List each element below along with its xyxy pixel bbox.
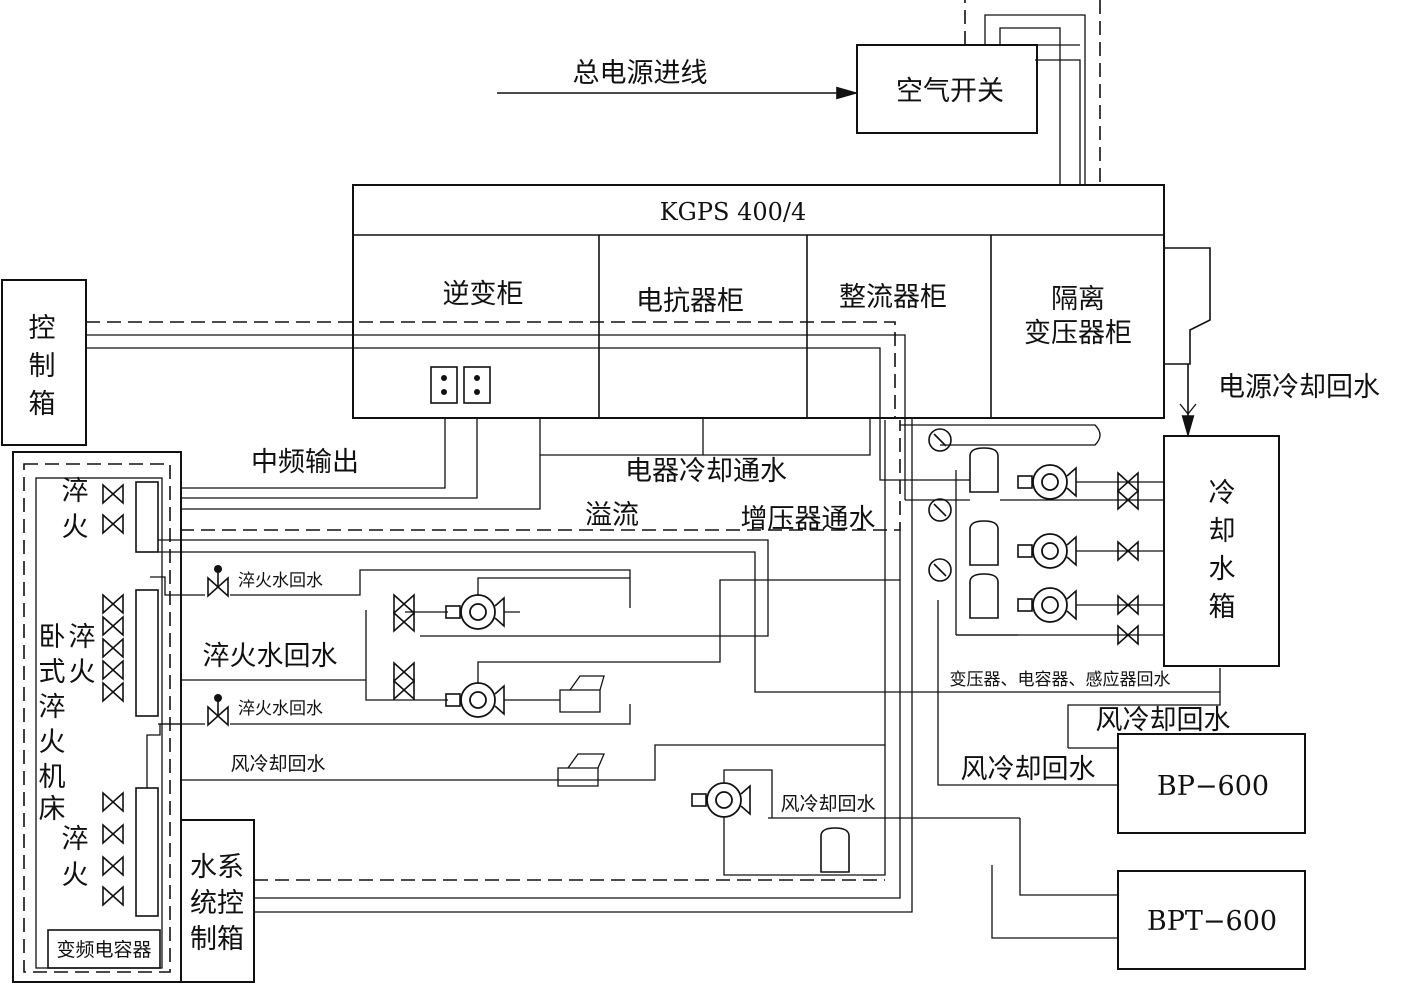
water-ctrl-line-1: 水系 [190,852,244,883]
quench-mid-char-2: 火 [69,657,96,688]
air-cooling-return-1: 风冷却回水 [230,753,325,775]
gauge-icon [928,498,952,522]
quench-mid-char-1: 淬 [69,622,96,653]
valve-icon [102,682,124,702]
quench-return-big-label: 淬火水回水 [203,641,338,672]
pump-icon [1017,464,1077,500]
valve-icon [393,612,415,632]
machine-char-4: 火 [39,727,66,758]
machine-frame [12,451,182,983]
valve-icon [102,594,124,614]
tank-icon [969,447,999,493]
vf-capacitor-label: 变频电容器 [56,939,151,961]
header-block [135,589,159,717]
header-block [135,481,159,553]
air-switch-label: 空气开关 [896,76,1004,107]
control-box-char-3: 箱 [29,389,56,420]
valve-icon [102,484,124,504]
quench-top-char-2: 火 [62,512,89,543]
valve-icon [102,824,124,844]
bpt600-box [1117,870,1306,970]
mid-freq-output-label: 中频输出 [251,447,359,478]
machine-char-3: 淬 [39,692,66,723]
machine-char-2: 式 [39,657,66,688]
machine-char-5: 机 [39,762,66,793]
inverter-cabinet-label: 逆变柜 [443,279,524,310]
tank-char-2: 却 [1209,516,1236,547]
pump-icon [445,682,505,718]
power-in-label: 总电源进线 [573,58,708,89]
quench-return-small-2: 淬火水回水 [238,699,323,719]
pump-icon [691,782,751,818]
valve-icon [393,594,415,614]
valve-icon [102,856,124,876]
tank-icon [969,573,999,619]
transformer-side-box [1164,247,1211,365]
tank-icon [969,520,999,566]
quench-bottom-char-2: 火 [62,860,89,891]
valve-icon [102,792,124,812]
terminal-block-2 [463,366,491,404]
pump-icon [445,594,505,630]
tank-icon [820,827,850,873]
control-box-char-1: 控 [29,313,56,344]
solenoid-valve-icon [207,564,229,597]
control-box [1,279,87,446]
rectifier-cabinet-label: 整流器柜 [839,282,947,313]
reactor-cabinet-label: 电抗器柜 [636,286,744,317]
tank-char-3: 水 [1209,554,1236,585]
machine-char-6: 床 [39,794,66,825]
gauge-icon [928,428,952,452]
bp600-label: BP−600 [1157,771,1269,802]
isolation-cabinet-label-1: 隔离 [1051,284,1105,315]
air-cooling-return-3: 风冷却回水 [961,754,1096,785]
isolation-cabinet-label-2: 变压器柜 [1024,318,1132,349]
valve-icon [102,638,124,658]
main-unit-box [352,184,1165,419]
bp600-box [1117,733,1306,834]
terminal-block-1 [430,366,458,404]
machine-char-1: 卧 [39,622,66,653]
power-cooling-return-label: 电源冷却回水 [1218,372,1380,403]
quench-top-char-1: 淬 [62,476,89,507]
tank-char-4: 箱 [1209,592,1236,623]
header-block [135,787,159,917]
transformer-return-label: 变压器、电容器、感应器回水 [950,670,1171,690]
quench-bottom-char-1: 淬 [62,824,89,855]
control-box-char-2: 制 [29,351,56,382]
main-unit-title: KGPS 400/4 [660,198,806,226]
valve-icon [393,662,415,682]
quench-return-small-1: 淬火水回水 [238,571,323,591]
water-ctrl-line-3: 制箱 [190,924,244,955]
pump-icon [1017,533,1077,569]
electric-cooling-water-label: 电器冷却通水 [625,456,787,487]
water-ctrl-line-2: 统控 [190,888,244,919]
valve-icon [102,660,124,680]
bpt600-label: BPT−600 [1147,906,1277,937]
gauge-icon [928,558,952,582]
valve-icon [102,514,124,534]
valve-icon [102,616,124,636]
cooling-tank-box [1163,435,1280,667]
valve-icon [393,680,415,700]
overflow-label: 溢流 [585,500,639,531]
air-cooling-return-2: 风冷却回水 [780,793,875,815]
pump-icon [1017,587,1077,623]
solenoid-valve-icon [207,693,229,726]
tank-char-1: 冷 [1209,478,1236,509]
water-control-box [180,819,255,983]
valve-icon [102,886,124,906]
air-cooling-return-4: 风冷却回水 [1096,705,1231,736]
vf-capacitor-box [47,929,161,969]
